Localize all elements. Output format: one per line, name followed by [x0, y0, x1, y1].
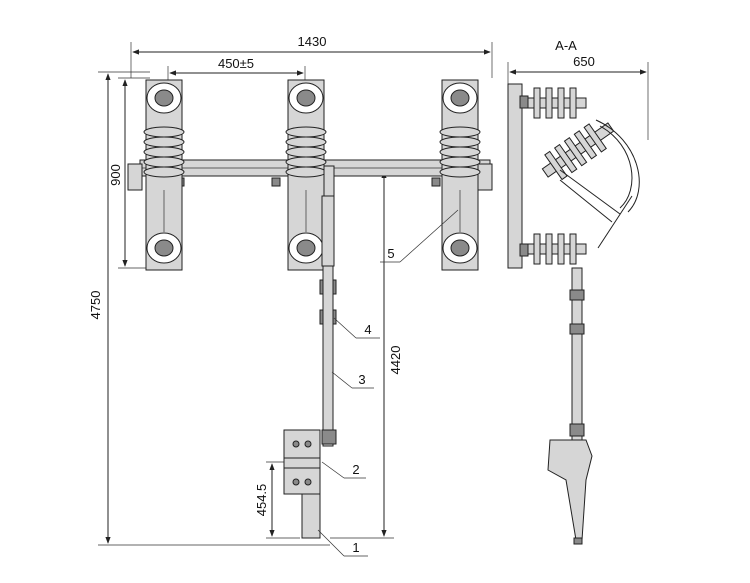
pole-left	[143, 79, 185, 271]
callout-2: 2	[321, 461, 366, 479]
section-view: A-A 650	[507, 38, 649, 545]
svg-text:1: 1	[352, 540, 359, 555]
dim-label-insulator-height: 900	[108, 164, 123, 186]
svg-text:4: 4	[364, 322, 371, 337]
operating-mechanism	[283, 429, 321, 539]
dim-label-overall-width: 1430	[298, 34, 327, 49]
callout-5: 5	[380, 209, 459, 263]
svg-text:3: 3	[358, 372, 365, 387]
dim-label-shaft-height: 4420	[388, 346, 403, 375]
pole-right	[439, 79, 481, 271]
section-label: A-A	[555, 38, 577, 53]
dimension-base-height: 454.5	[254, 461, 300, 539]
pole-middle	[285, 79, 327, 271]
dimension-total-height: 4750	[88, 71, 330, 546]
dim-label-total-height: 4750	[88, 291, 103, 320]
dimension-shaft-height: 4420	[330, 169, 403, 539]
dim-label-pole-spacing: 450±5	[218, 56, 254, 71]
dimension-pole-spacing: 450±5	[167, 56, 306, 82]
svg-text:2: 2	[352, 462, 359, 477]
dimension-side-width: 650	[507, 54, 649, 140]
callout-3: 3	[331, 371, 374, 389]
callout-4: 4	[333, 317, 380, 339]
svg-text:5: 5	[387, 246, 394, 261]
dimension-overall-width: 1430	[130, 34, 493, 78]
dim-label-base-height: 454.5	[254, 484, 269, 517]
dim-label-side-width: 650	[573, 54, 595, 69]
callout-1: 1	[317, 529, 368, 557]
operating-shaft	[319, 165, 337, 447]
dimension-insulator-height: 900	[108, 77, 150, 269]
